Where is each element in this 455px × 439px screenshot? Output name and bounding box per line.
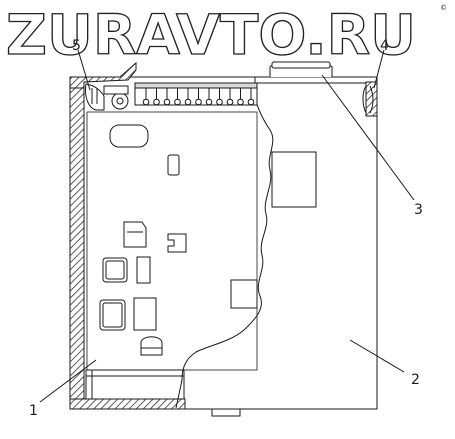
part-label-3: 3 xyxy=(414,202,423,218)
corner-mark: © xyxy=(440,4,447,12)
component-oval xyxy=(109,124,149,148)
terminal-pin-head xyxy=(174,98,181,106)
terminal-pin-head xyxy=(216,98,223,106)
cutaway-edge xyxy=(175,82,274,409)
part-label-group: 1 2 3 4 5 xyxy=(29,38,423,419)
component-rect-1 xyxy=(136,256,151,284)
component-coil-2 xyxy=(99,299,126,331)
terminal-row xyxy=(142,88,255,106)
terminal-pin-head xyxy=(226,98,234,106)
component-notch xyxy=(167,233,187,253)
component-coil-1 xyxy=(102,257,128,283)
housing-wall-left xyxy=(69,87,85,410)
leader-lines xyxy=(39,49,415,403)
housing-clip-right xyxy=(365,81,378,117)
terminal-pin-head xyxy=(247,98,255,106)
terminal-pin-head xyxy=(142,98,150,106)
terminal-pin-head xyxy=(237,98,244,106)
terminal-pin-head xyxy=(153,98,160,106)
relay-module xyxy=(271,151,317,208)
terminal-pin-head xyxy=(205,98,213,106)
part-label-4: 4 xyxy=(380,38,389,54)
watermark-text: ZURAVTO.RU xyxy=(6,3,416,67)
component-small-cap xyxy=(167,154,180,176)
component-rect-2 xyxy=(133,297,157,331)
part-label-1: 1 xyxy=(29,403,38,419)
component-dome xyxy=(140,336,163,356)
clip-assembly-left xyxy=(85,83,129,111)
circuit-board xyxy=(86,111,317,371)
terminal-pin-head xyxy=(163,98,171,106)
terminal-pin-head xyxy=(195,98,202,106)
housing-cap-left xyxy=(69,61,137,89)
housing-wall-bottom xyxy=(69,398,186,410)
terminal-pin-head xyxy=(184,98,192,106)
part-label-2: 2 xyxy=(411,372,420,388)
part-label-5: 5 xyxy=(72,38,81,54)
component-square xyxy=(230,279,258,309)
relay-housing xyxy=(69,61,378,417)
component-tab-a xyxy=(123,221,147,248)
